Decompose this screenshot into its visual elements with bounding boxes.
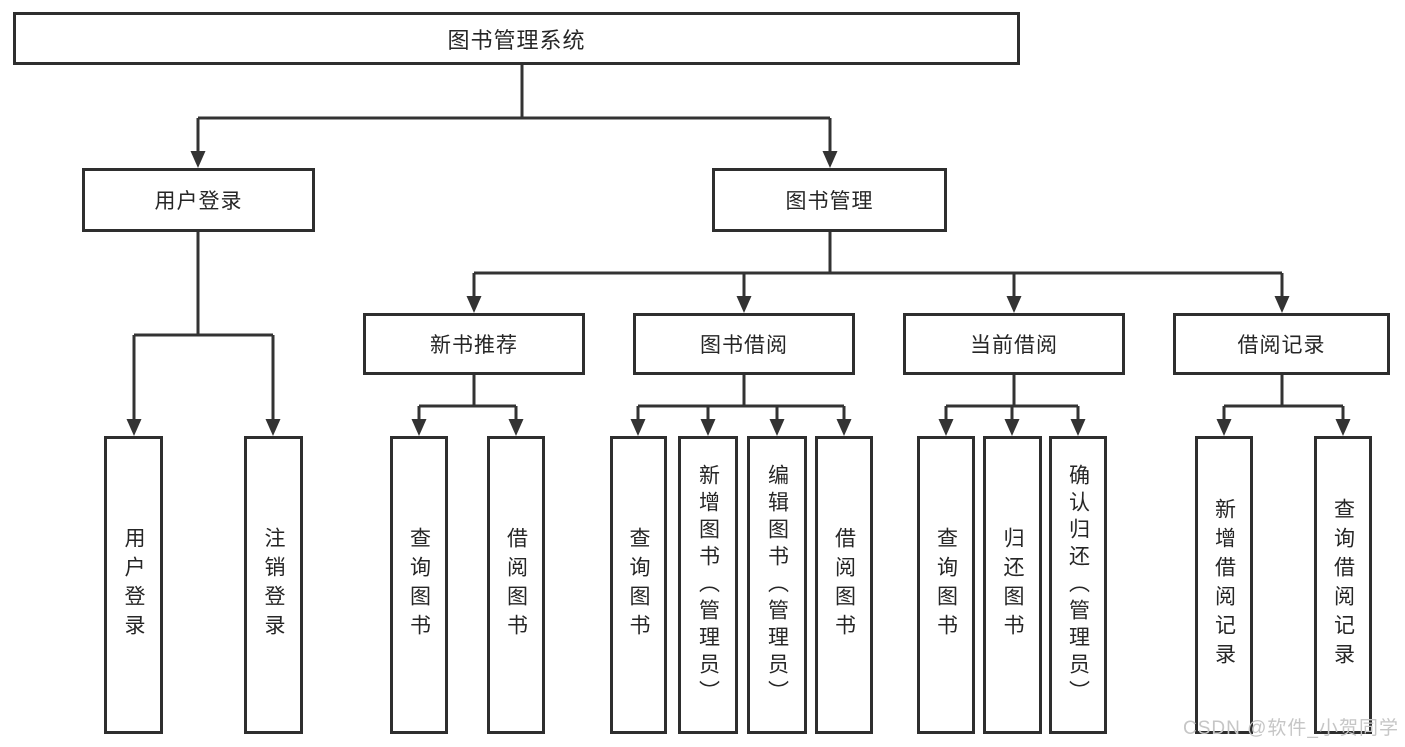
node-new-book-recommend: 新书推荐 <box>363 313 585 375</box>
leaf-query-books-borrowing: 查询图书 <box>610 436 667 734</box>
node-label: 图书管理系统 <box>447 27 586 53</box>
node-label: 图书管理 <box>785 190 874 213</box>
leaf-borrow-books-borrowing: 借阅图书 <box>815 436 873 734</box>
leaf-label: 查询图书 <box>627 527 650 643</box>
leaf-label: 借阅图书 <box>832 527 856 643</box>
node-user-login: 用户登录 <box>82 168 315 232</box>
leaf-label: 查询借阅记录 <box>1331 498 1355 672</box>
node-book-borrowing: 图书借阅 <box>633 313 855 375</box>
leaf-label: 查询图书 <box>407 527 431 643</box>
node-book-management: 图书管理 <box>712 168 947 232</box>
leaf-user-login: 用户登录 <box>104 436 163 734</box>
leaf-query-borrow-record: 查询借阅记录 <box>1314 436 1372 734</box>
leaf-label: 新增图书（管理员） <box>696 463 720 707</box>
leaf-label: 查询图书 <box>934 527 958 643</box>
leaf-borrow-books-recommend: 借阅图书 <box>487 436 545 734</box>
leaf-label: 编辑图书（管理员） <box>765 463 789 707</box>
leaf-query-books-recommend: 查询图书 <box>390 436 448 734</box>
leaf-label: 借阅图书 <box>504 527 528 643</box>
node-label: 图书借阅 <box>700 334 788 357</box>
node-current-borrowing: 当前借阅 <box>903 313 1125 375</box>
leaf-return-books: 归还图书 <box>983 436 1042 734</box>
csdn-watermark: CSDN @软件_小贺同学 <box>1183 718 1399 739</box>
leaf-add-book-admin: 新增图书（管理员） <box>678 436 738 734</box>
leaf-confirm-return-admin: 确认归还（管理员） <box>1049 436 1107 734</box>
leaf-label: 归还图书 <box>1001 527 1024 643</box>
arrowheads <box>126 151 1351 436</box>
leaf-label: 注销登录 <box>262 527 285 643</box>
node-library-management-system: 图书管理系统 <box>13 12 1020 65</box>
leaf-label: 用户登录 <box>122 527 145 643</box>
leaf-add-borrow-record: 新增借阅记录 <box>1195 436 1253 734</box>
leaf-edit-book-admin: 编辑图书（管理员） <box>747 436 807 734</box>
node-label: 新书推荐 <box>430 334 518 357</box>
node-borrowing-records: 借阅记录 <box>1173 313 1390 375</box>
node-label: 借阅记录 <box>1237 334 1326 357</box>
leaf-label: 确认归还（管理员） <box>1066 463 1090 707</box>
node-label: 用户登录 <box>154 190 243 213</box>
node-label: 当前借阅 <box>970 334 1058 357</box>
leaf-logout: 注销登录 <box>244 436 303 734</box>
leaf-label: 新增借阅记录 <box>1212 498 1236 672</box>
leaf-query-books-current: 查询图书 <box>917 436 975 734</box>
